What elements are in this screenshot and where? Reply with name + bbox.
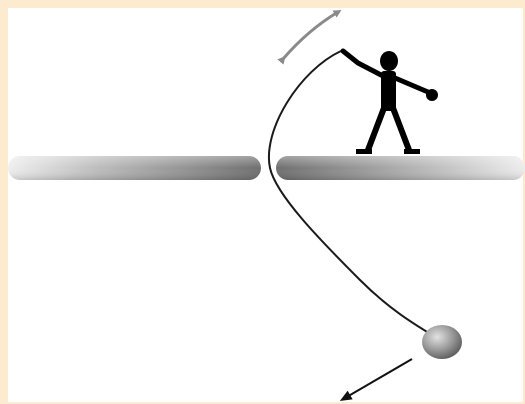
pendulum-rope bbox=[269, 51, 440, 340]
pendulum-ball bbox=[422, 325, 462, 359]
person-icon bbox=[343, 51, 438, 154]
left-bar bbox=[8, 156, 261, 180]
right-bar bbox=[276, 156, 525, 180]
oscillation-arrow-icon bbox=[283, 12, 338, 59]
direction-arrow-icon bbox=[345, 359, 412, 398]
